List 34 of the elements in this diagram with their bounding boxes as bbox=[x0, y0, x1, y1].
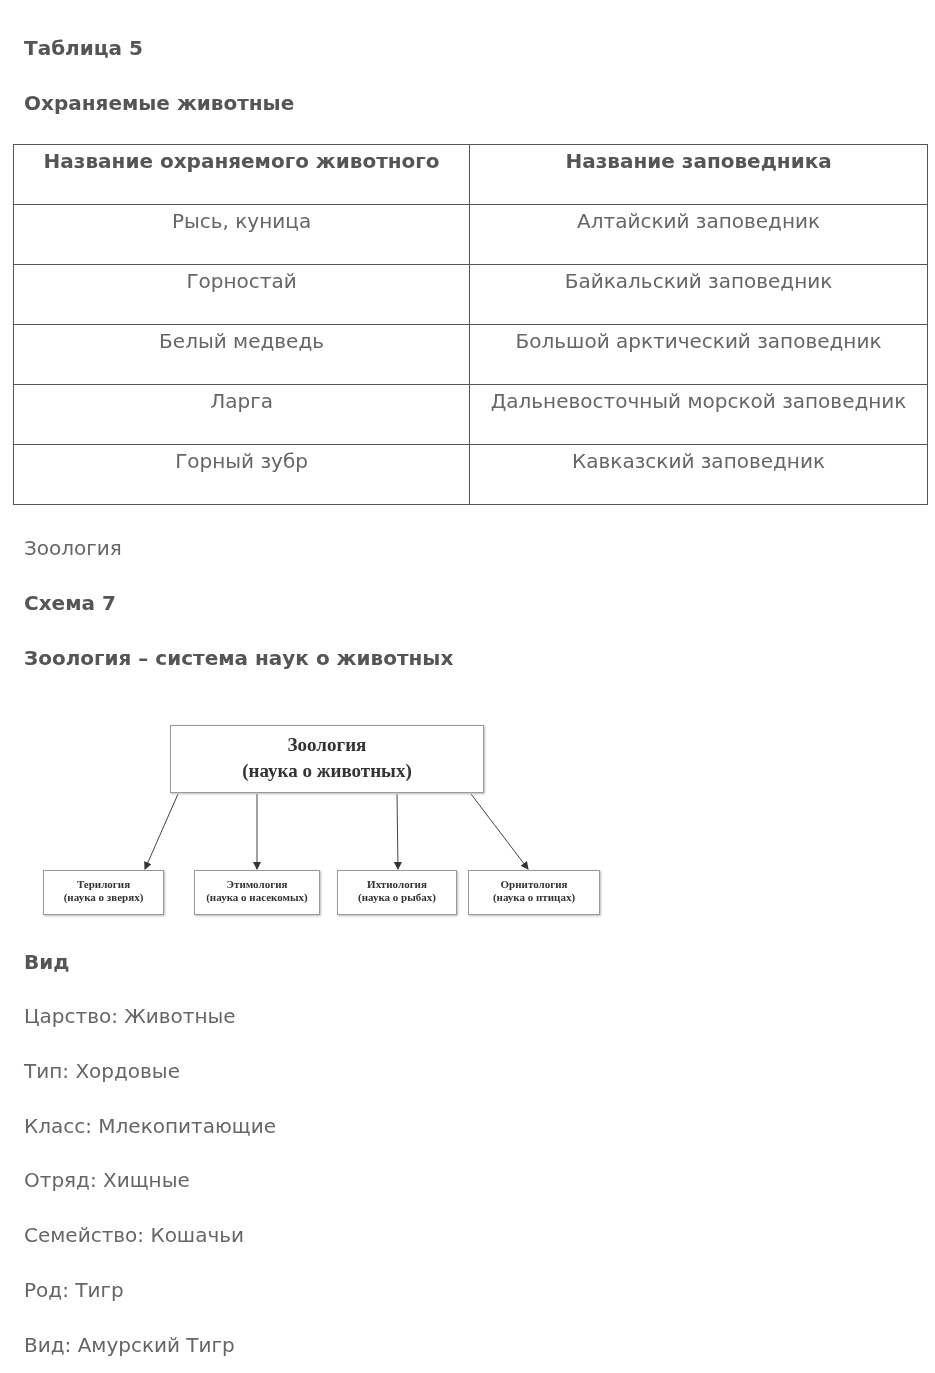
table-cell: Большой арктический заповедник bbox=[469, 324, 928, 385]
scheme-title: Зоология – система наук о животных bbox=[24, 646, 454, 670]
list-item: Род: Тигр bbox=[24, 1278, 124, 1302]
arrow bbox=[470, 793, 529, 870]
table-number: Таблица 5 bbox=[24, 36, 143, 60]
table-cell: Горностай bbox=[13, 264, 470, 325]
table-cell: Ларга bbox=[13, 384, 470, 445]
branch-box: Этимология (наука о насекомых) bbox=[194, 870, 320, 915]
branch-box: Ихтиология (наука о рыбах) bbox=[337, 870, 457, 915]
arrow bbox=[393, 793, 402, 870]
scheme-number: Схема 7 bbox=[24, 591, 116, 615]
table-cell: Алтайский заповедник bbox=[469, 204, 928, 265]
list-item: Царство: Животные bbox=[24, 1004, 236, 1028]
column-header: Название охраняемого животного bbox=[13, 144, 470, 205]
table-cell: Кавказский заповедник bbox=[469, 444, 928, 505]
list-item: Тип: Хордовые bbox=[24, 1058, 180, 1083]
arrow bbox=[144, 793, 179, 870]
arrow bbox=[253, 793, 261, 870]
list-heading: Вид bbox=[24, 950, 70, 974]
table-cell: Байкальский заповедник bbox=[469, 264, 928, 325]
branch-box: Орнитология (наука о птицах) bbox=[468, 870, 600, 915]
root-box: Зоология (наука о животных) bbox=[170, 725, 484, 793]
table-cell: Горный зубр bbox=[13, 444, 470, 505]
list-item: Отряд: Хищные bbox=[24, 1168, 190, 1193]
branch-box: Терилогия (наука о зверях) bbox=[43, 870, 164, 915]
section-label: Зоология bbox=[24, 536, 122, 560]
column-header: Название заповедника bbox=[469, 144, 928, 205]
table-title: Охраняемые животные bbox=[24, 91, 295, 115]
table-cell: Белый медведь bbox=[13, 324, 470, 385]
list-item: Семейство: Кошачьи bbox=[24, 1223, 245, 1248]
table-cell: Рысь, куница bbox=[13, 204, 470, 265]
list-item: Класс: Млекопитающие bbox=[24, 1113, 276, 1138]
table-cell: Дальневосточный морской заповедник bbox=[469, 384, 928, 445]
list-item: Вид: Амурский Тигр bbox=[24, 1332, 235, 1357]
